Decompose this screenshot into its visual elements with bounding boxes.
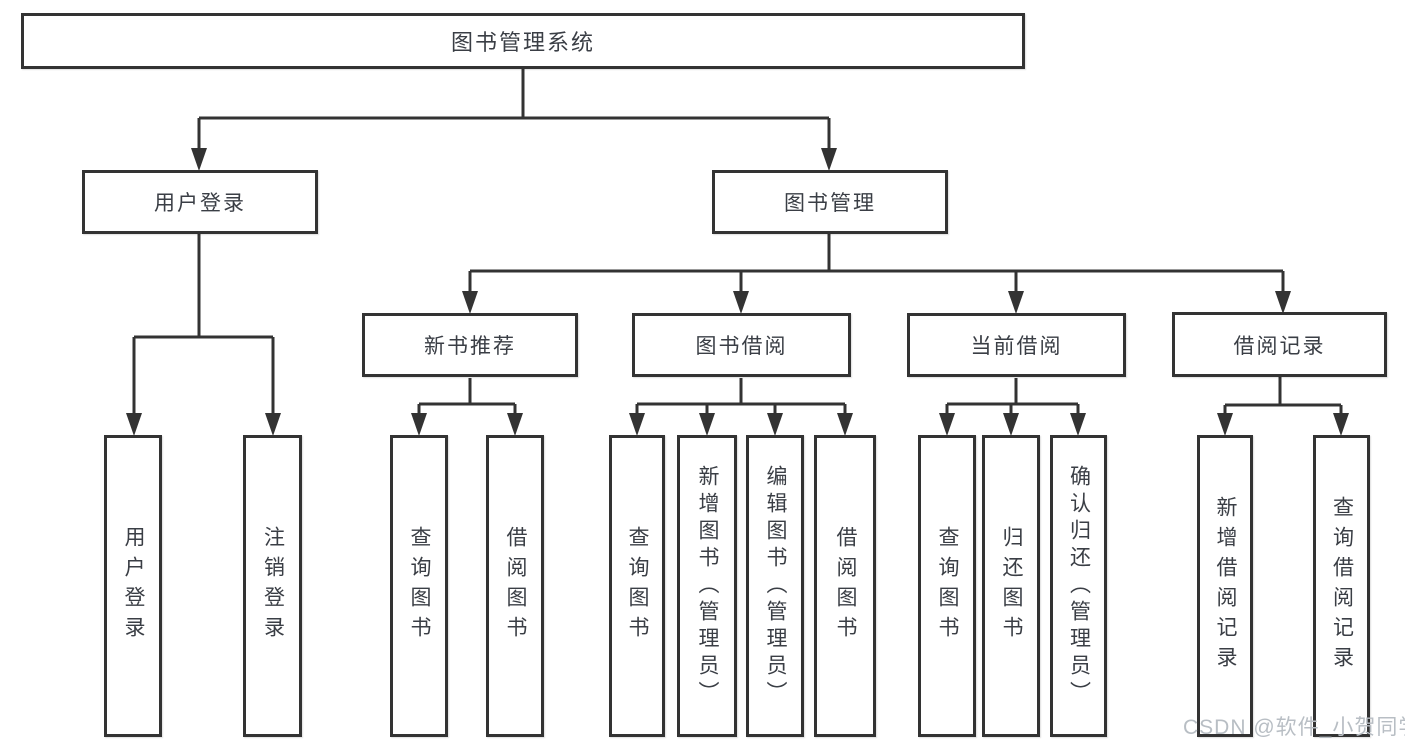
connector-recommend-to-leaves [417, 378, 517, 415]
arrowheads-recommend-leaves [411, 413, 523, 436]
connector-book-management-to-level3 [468, 234, 1285, 293]
connector-borrow-to-leaves [635, 378, 847, 415]
leaf-borrow-add-books-admin: 新增图书（管理员） [677, 435, 737, 737]
node-book-management: 图书管理 [712, 170, 948, 234]
node-library-management-system: 图书管理系统 [21, 13, 1025, 69]
leaf-current-confirm-return-admin: 确认归还（管理员） [1050, 435, 1107, 737]
arrowheads-level2 [191, 148, 837, 171]
node-user-login: 用户登录 [82, 170, 318, 234]
leaf-logout: 注销登录 [243, 435, 302, 737]
node-borrow-records: 借阅记录 [1172, 312, 1387, 377]
arrowheads-level3 [462, 291, 1291, 314]
arrowheads-user-login-leaves [126, 413, 281, 436]
node-new-book-recommend: 新书推荐 [362, 313, 578, 377]
leaf-recommend-borrow-books: 借阅图书 [486, 435, 544, 737]
leaf-borrow-edit-books-admin: 编辑图书（管理员） [746, 435, 804, 737]
leaf-recommend-query-books: 查询图书 [390, 435, 448, 737]
connector-user-login-to-leaves [132, 234, 275, 415]
leaf-borrow-query-books: 查询图书 [609, 435, 665, 737]
arrowheads-records-leaves [1217, 413, 1349, 436]
node-book-borrow: 图书借阅 [632, 313, 851, 377]
leaf-records-add-record: 新增借阅记录 [1197, 435, 1253, 737]
leaf-records-query-record: 查询借阅记录 [1313, 435, 1370, 737]
connector-current-to-leaves [945, 378, 1080, 415]
leaf-current-query-books: 查询图书 [918, 435, 976, 737]
csdn-watermark: CSDN @软件_小贺同学 [1183, 716, 1405, 739]
connector-records-to-leaves [1223, 377, 1343, 415]
leaf-current-return-books: 归还图书 [982, 435, 1040, 737]
leaf-user-login: 用户登录 [104, 435, 162, 737]
arrowheads-current-leaves [939, 413, 1086, 436]
leaf-borrow-borrow-books: 借阅图书 [814, 435, 876, 737]
connector-root-to-level2 [197, 68, 831, 150]
arrowheads-borrow-leaves [629, 413, 853, 436]
node-current-borrow: 当前借阅 [907, 313, 1126, 377]
